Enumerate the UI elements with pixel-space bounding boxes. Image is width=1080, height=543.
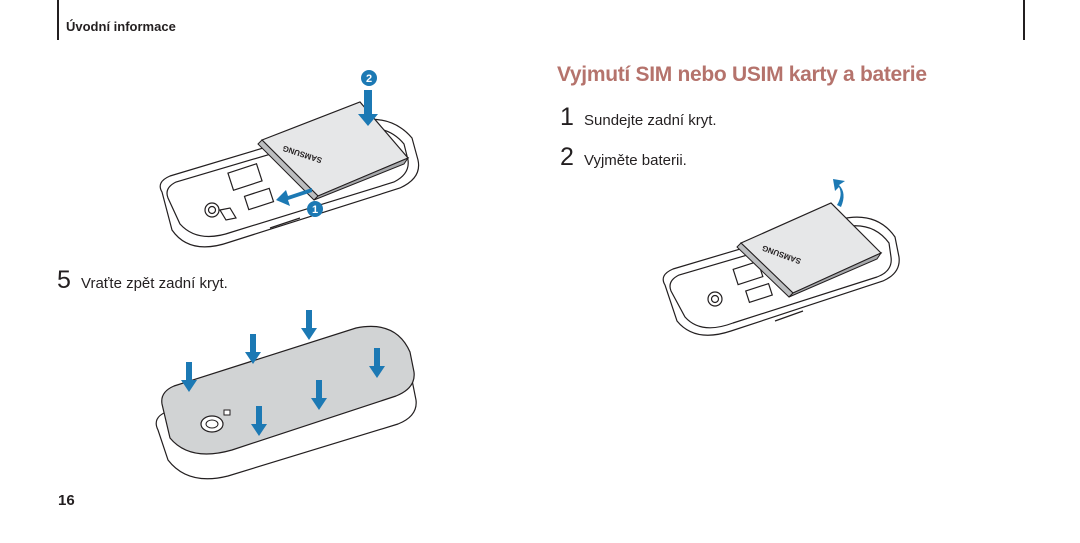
step-text: Sundejte zadní kryt. <box>584 112 717 129</box>
arrow-down-icon <box>301 310 317 340</box>
arrow-up-icon <box>833 179 845 207</box>
right-margin-rule <box>1023 0 1025 40</box>
arrow-left-icon <box>276 188 312 206</box>
back-cover <box>161 325 415 455</box>
battery-remove-illustration: SAMSUNG <box>662 179 900 336</box>
step-text: Vyjměte baterii. <box>584 152 687 169</box>
page-number: 16 <box>58 492 75 509</box>
section-header: Úvodní informace <box>66 19 176 34</box>
press-arrows <box>181 310 385 436</box>
callout-2-badge <box>361 70 377 86</box>
back-cover-illustration <box>155 310 417 480</box>
arrow-down-icon <box>358 90 378 126</box>
callout-2-label: 2 <box>366 73 372 85</box>
arrow-down-icon <box>245 334 261 364</box>
step-text: Vraťte zpět zadní kryt. <box>81 275 228 292</box>
step-number: 5 <box>57 266 71 294</box>
arrow-down-icon <box>369 348 385 378</box>
callout-1-badge <box>307 201 323 217</box>
step-number: 2 <box>560 143 574 171</box>
battery-insert-illustration: SAMSUNG 2 1 <box>159 70 420 248</box>
arrow-down-icon <box>311 380 327 410</box>
step-2: 2 Vyjměte baterii. <box>560 143 687 172</box>
callout-1-label: 1 <box>312 204 318 216</box>
arrow-down-icon <box>251 406 267 436</box>
step-number: 1 <box>560 103 574 131</box>
step-1: 1 Sundejte zadní kryt. <box>560 103 717 132</box>
step-5: 5 Vraťte zpět zadní kryt. <box>57 266 228 295</box>
left-margin-rule <box>57 0 59 40</box>
camera-icon <box>200 415 224 433</box>
section-title: Vyjmutí SIM nebo USIM karty a baterie <box>557 63 927 86</box>
arrow-down-icon <box>181 362 197 392</box>
